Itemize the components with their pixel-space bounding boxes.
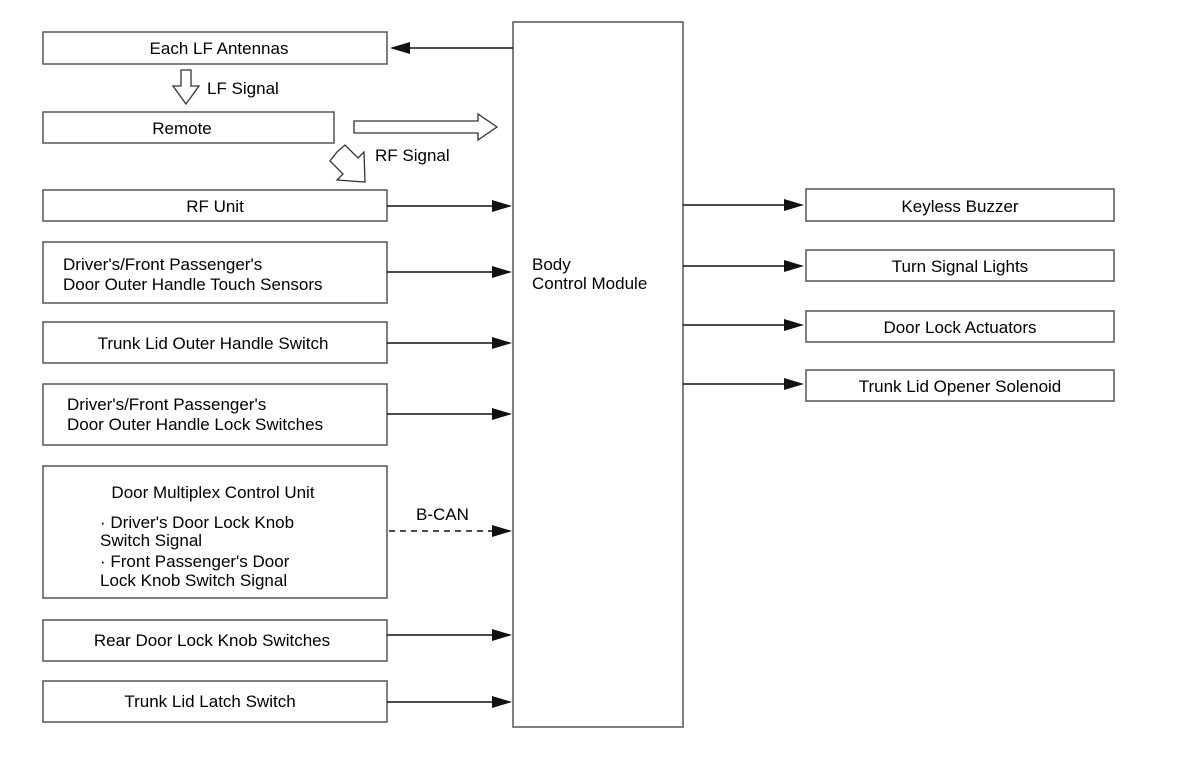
keyless-buzzer-label: Keyless Buzzer [901, 197, 1018, 216]
bcm-label-line1: Body [532, 255, 571, 274]
lock-switches-label-line2: Door Outer Handle Lock Switches [67, 415, 323, 434]
door-mux-line2: Switch Signal [100, 531, 202, 550]
keyless-buzzer-box [805, 188, 1115, 222]
touch-sensors-box [42, 241, 388, 304]
trunk-solenoid-arrowhead [784, 378, 804, 390]
lf-signal-label: LF Signal [207, 79, 279, 98]
door-mux-line4: Lock Knob Switch Signal [100, 571, 287, 590]
bcm-label-line2: Control Module [532, 274, 647, 293]
turn-lights-box [805, 249, 1115, 282]
remote-box [42, 111, 335, 144]
door-actuators-arrowhead [784, 319, 804, 331]
lock-switches-box [42, 383, 388, 446]
door-actuators-box [805, 310, 1115, 343]
buzzer-arrowhead [784, 199, 804, 211]
lock-switches-label-line1: Driver's/Front Passenger's [67, 395, 266, 414]
rf-unit-box [42, 189, 388, 222]
rf-signal-arrow-icon [329, 144, 366, 183]
door-actuators-label: Door Lock Actuators [883, 318, 1036, 337]
bcm-box [512, 21, 684, 728]
lf-antennas-label: Each LF Antennas [150, 39, 289, 58]
trunk-outer-switch-box [42, 321, 388, 364]
bcan-arrowhead [492, 525, 512, 537]
trunk-latch-arrowhead [492, 696, 512, 708]
trunk-solenoid-box [805, 369, 1115, 402]
lock-switches-arrowhead [492, 408, 512, 420]
door-mux-line1: · Driver's Door Lock Knob [100, 513, 294, 532]
door-mux-line3: · Front Passenger's Door [100, 552, 290, 571]
rear-knob-arrowhead [492, 629, 512, 641]
trunk-outer-switch-label: Trunk Lid Outer Handle Switch [98, 334, 329, 353]
lf-antennas-box [42, 31, 388, 65]
turn-lights-arrowhead [784, 260, 804, 272]
touch-sensors-arrowhead [492, 266, 512, 278]
remote-to-bcm-arrow-icon [353, 112, 499, 142]
rear-knob-box [42, 619, 388, 662]
touch-sensors-label-line1: Driver's/Front Passenger's [63, 255, 262, 274]
door-mux-box [42, 465, 388, 599]
trunk-latch-box [42, 680, 388, 723]
rf-unit-label: RF Unit [186, 197, 244, 216]
turn-lights-label: Turn Signal Lights [892, 257, 1028, 276]
bcan-label: B-CAN [416, 505, 469, 524]
rf-signal-label: RF Signal [375, 146, 450, 165]
rf-unit-arrowhead [492, 200, 512, 212]
door-mux-title: Door Multiplex Control Unit [111, 483, 314, 502]
trunk-latch-label: Trunk Lid Latch Switch [124, 692, 295, 711]
touch-sensors-label-line2: Door Outer Handle Touch Sensors [63, 275, 323, 294]
lf-signal-arrow-icon [171, 69, 201, 106]
bcm-to-lf-antennas-arrowhead [390, 42, 410, 54]
remote-label: Remote [152, 119, 212, 138]
trunk-solenoid-label: Trunk Lid Opener Solenoid [859, 377, 1062, 396]
rear-knob-label: Rear Door Lock Knob Switches [94, 631, 330, 650]
trunk-outer-switch-arrowhead [492, 337, 512, 349]
